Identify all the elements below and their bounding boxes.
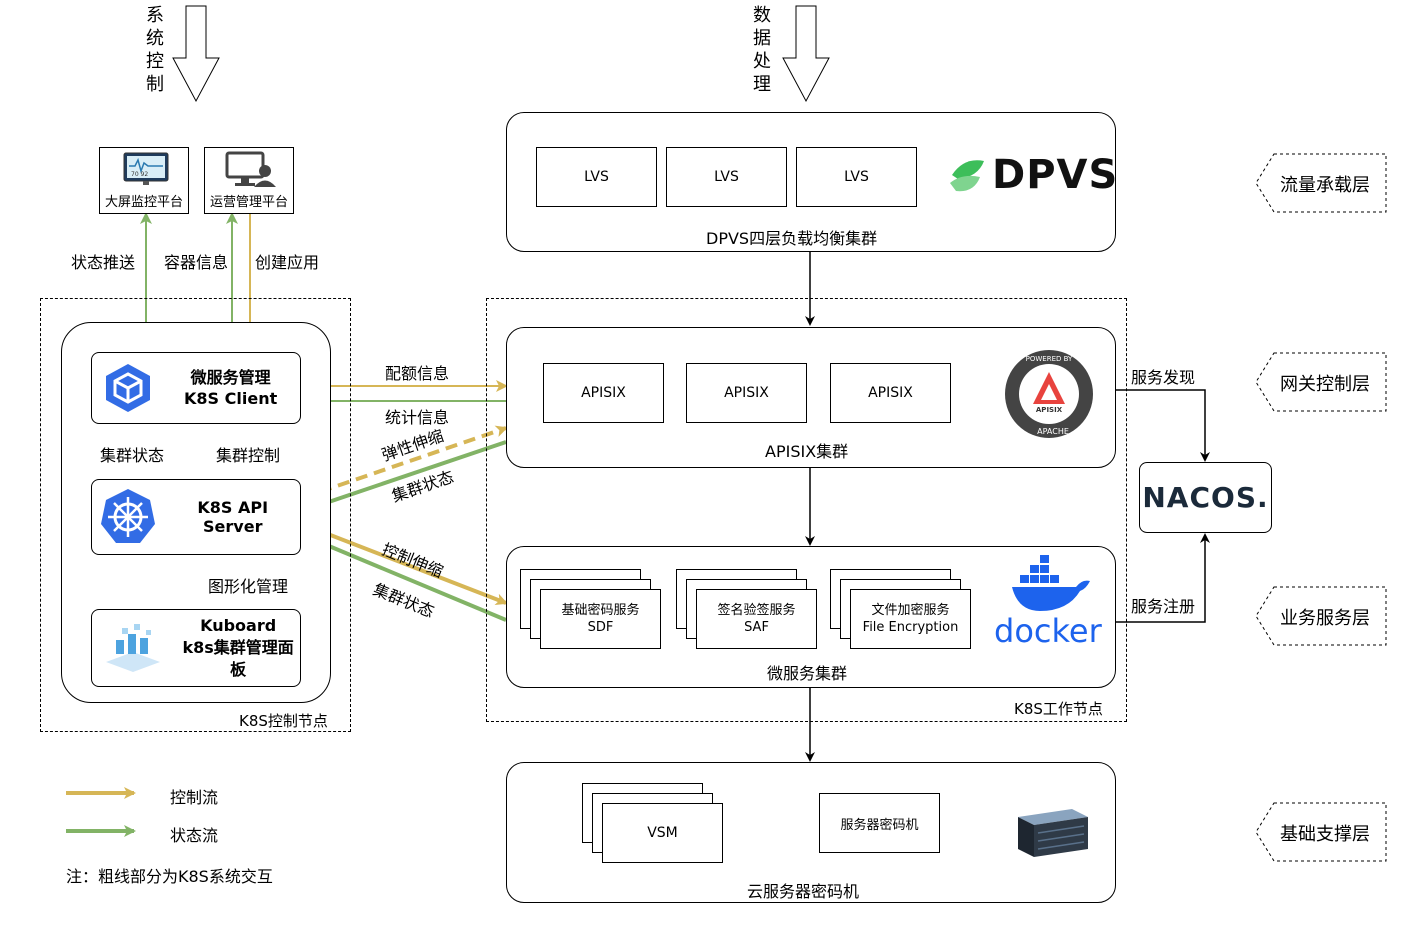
ops-platform-box: 运营管理平台 (204, 147, 294, 214)
nacos-logo: NACOS. (1142, 481, 1269, 514)
apisix-caption: APISIX集群 (765, 442, 849, 461)
ms-cluster-status-arrow (303, 534, 507, 622)
legend-control-label: 控制流 (170, 788, 219, 807)
kubernetes-helm-icon (101, 489, 155, 543)
k8s-client-box[interactable]: 微服务管理 K8S Client (91, 352, 301, 424)
layer-tag-infra (1255, 802, 1387, 862)
sdf-service-subtitle: SDF (587, 620, 614, 635)
kuboard-title: Kuboard (200, 616, 277, 635)
layer-tag-business (1255, 586, 1387, 646)
apisix-badge-icon: POWERED BY APISIX APACHE (1005, 350, 1093, 438)
k8s-control-node-title: K8S控制节点 (239, 712, 328, 730)
lvs-node[interactable]: LVS (666, 147, 787, 207)
k8s-worker-node-title: K8S工作节点 (1014, 700, 1103, 718)
stats-info-label: 统计信息 (385, 408, 450, 427)
system-control-char: 统 (146, 28, 164, 49)
system-control-char: 系 (146, 5, 164, 26)
data-processing-char: 据 (753, 28, 771, 49)
legend-note: 注：粗线部分为K8S系统交互 (66, 867, 273, 886)
system-control-label: 系 统 控 制 (145, 4, 165, 96)
system-control-arrow (172, 5, 220, 103)
kuboard-subtitle: k8s集群管理面板 (182, 638, 294, 679)
kuboard-icon (106, 624, 160, 672)
lvs-node[interactable]: LVS (796, 147, 917, 207)
status-push-label: 状态推送 (71, 253, 136, 272)
ops-platform-label: 运营管理平台 (209, 195, 288, 210)
vsm-stack[interactable]: VSM (582, 783, 724, 863)
quota-info-label: 配额信息 (385, 364, 450, 383)
docker-logo-text: docker (994, 612, 1102, 650)
layer-tag-traffic (1255, 153, 1387, 213)
k8s-control-node-frame (40, 298, 351, 732)
nacos-box[interactable]: NACOS. (1139, 462, 1272, 533)
big-screen-label: 大屏监控平台 (104, 195, 183, 210)
file-encryption-service-stack[interactable]: 文件加密服务 File Encryption (830, 569, 972, 649)
layer-tag-gateway (1255, 352, 1387, 412)
sdf-service-title: 基础密码服务 (561, 603, 640, 618)
sdf-service-stack[interactable]: 基础密码服务 SDF (520, 569, 662, 649)
apisix-badge-bottom-text: APACHE (1037, 427, 1069, 436)
saf-service-title: 签名验签服务 (717, 603, 796, 618)
create-app-label: 创建应用 (255, 253, 320, 272)
legend-status-label: 状态流 (170, 826, 219, 845)
data-processing-char: 处 (753, 51, 771, 72)
lvs-node[interactable]: LVS (536, 147, 657, 207)
docker-whale-icon (1012, 555, 1090, 611)
service-registration-label: 服务注册 (1131, 597, 1196, 616)
control-scaling-arrow (301, 522, 508, 605)
dpvs-caption: DPVS四层负载均衡集群 (706, 229, 878, 248)
layer-gateway-label: 网关控制层 (1280, 374, 1370, 395)
apisix-badge-top-text: POWERED BY (1026, 355, 1073, 363)
vsm-label: VSM (602, 803, 723, 863)
data-processing-label: 数 据 处 理 (752, 4, 772, 96)
layer-business-label: 业务服务层 (1280, 608, 1370, 629)
cube-icon (106, 364, 150, 412)
service-registration-arrow (1116, 533, 1210, 623)
k8s-api-server-box[interactable]: K8S API Server (91, 479, 301, 555)
api-server-title: K8S API Server (197, 498, 269, 536)
container-info-label: 容器信息 (164, 253, 229, 272)
kuboard-box[interactable]: Kuboard k8s集群管理面板 (91, 609, 301, 687)
graphical-mgmt-label: 图形化管理 (208, 577, 289, 596)
dpvs-leaf-icon (950, 160, 984, 192)
k8s-worker-node-frame (486, 298, 1127, 722)
microservice-caption: 微服务集群 (767, 664, 848, 683)
system-control-char: 控 (146, 51, 164, 72)
big-screen-monitor-box: 70 92 大屏监控平台 (99, 147, 189, 214)
monitor-screen-text: 70 92 (131, 171, 148, 178)
apisix-badge-mid-text: APISIX (1036, 406, 1063, 414)
apisix-node[interactable]: APISIX (830, 363, 951, 423)
data-processing-arrow (782, 5, 830, 103)
cloud-hsm-caption: 云服务器密码机 (747, 882, 860, 901)
service-discovery-label: 服务发现 (1131, 368, 1196, 387)
elastic-scaling-arrow (301, 425, 508, 500)
server-hardware-icon (1018, 809, 1088, 857)
apisix-node[interactable]: APISIX (686, 363, 807, 423)
service-discovery-arrow (1116, 389, 1210, 462)
client-title: 微服务管理 (190, 368, 271, 387)
file-encryption-title: 文件加密服务 (871, 603, 950, 618)
apisix-cluster-status-arrow (304, 440, 507, 512)
client-subtitle: K8S Client (184, 389, 278, 408)
layer-traffic-label: 流量承载层 (1280, 175, 1370, 196)
system-control-char: 制 (146, 74, 164, 95)
layer-infra-label: 基础支撑层 (1280, 824, 1370, 845)
user-monitor-icon (225, 151, 276, 187)
data-processing-char: 理 (753, 74, 771, 95)
cluster-status-label: 集群状态 (100, 446, 165, 465)
monitor-screen-icon: 70 92 (123, 152, 169, 185)
data-processing-char: 数 (753, 5, 771, 26)
file-encryption-subtitle: File Encryption (862, 620, 959, 635)
server-hsm-box[interactable]: 服务器密码机 (819, 793, 940, 853)
cluster-control-label: 集群控制 (216, 446, 281, 465)
dpvs-logo: DPVS (992, 152, 1119, 198)
saf-service-subtitle: SAF (744, 620, 769, 635)
saf-service-stack[interactable]: 签名验签服务 SAF (676, 569, 818, 649)
apisix-node[interactable]: APISIX (543, 363, 664, 423)
